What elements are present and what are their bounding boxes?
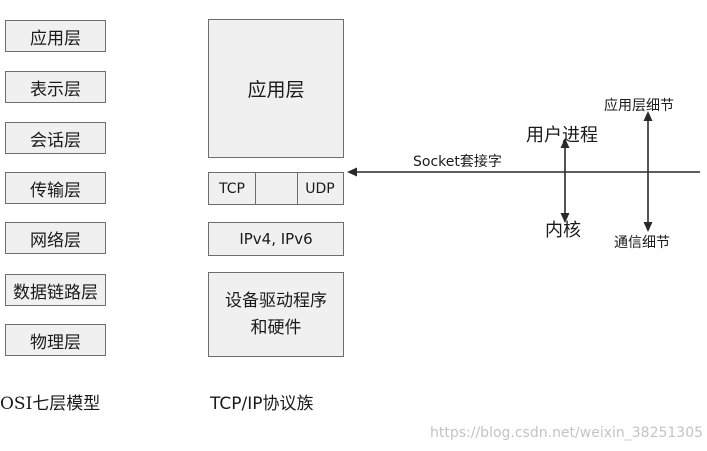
osi-layer-presentation: 表示层 xyxy=(5,71,106,103)
tcpip-transport-layer: TCP UDP xyxy=(208,172,344,205)
app-detail-label: 应用层细节 xyxy=(604,98,674,114)
detail-arrow xyxy=(643,111,653,232)
transport-empty-cell xyxy=(255,173,298,204)
osi-layer-transport: 传输层 xyxy=(5,172,106,204)
comm-detail-label: 通信细节 xyxy=(614,235,670,251)
process-kernel-arrow xyxy=(560,138,570,223)
kernel-label: 内核 xyxy=(545,220,581,241)
tcpip-link-layer: 设备驱动程序 和硬件 xyxy=(208,272,344,357)
udp-protocol-label: UDP xyxy=(305,180,335,197)
osi-layer-session: 会话层 xyxy=(5,122,106,154)
socket-arrow xyxy=(347,167,700,177)
osi-layer-network: 网络层 xyxy=(5,222,106,254)
watermark-text: https://blog.csdn.net/weixin_38251305 xyxy=(430,425,704,441)
tcp-protocol-label: TCP xyxy=(209,173,256,204)
socket-label: Socket套接字 xyxy=(413,154,502,170)
osi-layer-application: 应用层 xyxy=(5,20,106,52)
osi-caption: OSI七层模型 xyxy=(0,394,101,414)
tcpip-network-layer: IPv4, IPv6 xyxy=(208,222,344,256)
user-process-label: 用户进程 xyxy=(526,125,598,146)
link-layer-line2: 和硬件 xyxy=(250,317,302,338)
osi-layer-datalink: 数据链路层 xyxy=(5,274,106,306)
link-layer-line1: 设备驱动程序 xyxy=(225,290,327,311)
tcpip-application-layer: 应用层 xyxy=(208,19,344,158)
tcpip-caption: TCP/IP协议族 xyxy=(210,394,314,414)
osi-layer-physical: 物理层 xyxy=(5,324,106,356)
